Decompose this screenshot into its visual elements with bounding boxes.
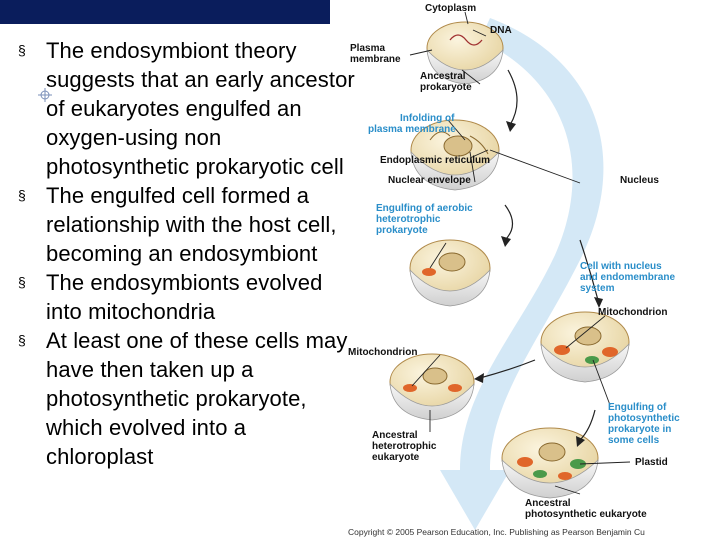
figure-drawing (389, 11, 631, 530)
bullet-item: § The endosymbionts evolved into mitocho… (18, 268, 358, 326)
label-engulfing-aerobic: Engulfing of aerobic (376, 203, 473, 214)
label-engulfing-photosynthetic: Engulfing of (608, 402, 667, 413)
label-ancestral-heterotrophic: Ancestral (372, 430, 418, 441)
label-infolding: Infolding of (400, 113, 455, 124)
bullet-item: § At least one of these cells may have t… (18, 326, 358, 471)
label-dna: DNA (490, 25, 512, 36)
cell-ancestral-heterotrophic (389, 353, 475, 421)
arrowheads (474, 121, 603, 447)
label-engulfing-photosynthetic: photosynthetic (608, 413, 680, 424)
evolution-arrow (440, 18, 604, 530)
label-ancestral-heterotrophic: eukaryote (372, 452, 420, 463)
label-engulfing-photosynthetic: prokaryote in (608, 424, 672, 435)
leader-lines (409, 11, 631, 495)
bullet-item: § The endosymbiont theory suggests that … (18, 36, 358, 181)
label-cell-nucleus: Cell with nucleus (580, 261, 662, 272)
process-arrows (479, 69, 599, 441)
label-ancestral-heterotrophic: heterotrophic (372, 441, 437, 452)
label-er: Endoplasmic reticulum (380, 155, 491, 166)
bullet-text: The endosymbiont theory suggests that an… (46, 38, 355, 179)
copyright-notice: Copyright © 2005 Pearson Education, Inc.… (348, 527, 645, 537)
cell-with-mitochondria (540, 311, 630, 383)
label-mitochondrion: Mitochondrion (598, 307, 668, 318)
label-nuclear-envelope: Nuclear envelope (388, 175, 471, 186)
cell-engulfing-aerobic (409, 239, 491, 307)
label-cytoplasm: Cytoplasm (425, 3, 477, 14)
title-bar (0, 0, 330, 24)
bullet-marker: § (18, 187, 26, 203)
label-ancestral-photosynthetic: photosynthetic eukaryote (525, 509, 647, 520)
label-ancestral-photosynthetic: Ancestral (525, 498, 571, 509)
label-engulfing-aerobic: heterotrophic (376, 214, 441, 225)
label-ancestral-prokaryote: prokaryote (420, 82, 472, 93)
label-cell-nucleus: system (580, 283, 615, 294)
label-infolding: plasma membrane (368, 124, 456, 135)
cell-ancestral-photosynthetic (501, 427, 599, 499)
label-plasma-membrane: Plasma (350, 43, 386, 54)
bullet-marker: § (18, 332, 26, 348)
bullet-list: § The endosymbiont theory suggests that … (18, 36, 358, 471)
bullet-text: The engulfed cell formed a relationship … (46, 183, 337, 266)
cell-infolding (410, 119, 500, 191)
label-engulfing-photosynthetic: some cells (608, 435, 660, 446)
bullet-marker: § (18, 274, 26, 290)
endosymbiosis-figure: Cytoplasm DNA Plasma membrane Ancestral … (340, 0, 720, 540)
label-engulfing-aerobic: prokaryote (376, 225, 428, 236)
label-cell-nucleus: and endomembrane (580, 272, 676, 283)
label-plastid: Plastid (635, 457, 668, 468)
label-mitochondrion: Mitochondrion (348, 347, 418, 358)
bullet-item: § The engulfed cell formed a relationshi… (18, 181, 358, 268)
bullet-marker: § (18, 42, 26, 58)
label-plasma-membrane: membrane (350, 54, 401, 65)
label-nucleus: Nucleus (620, 175, 659, 186)
bullet-text: The endosymbionts evolved into mitochond… (46, 270, 323, 324)
crosshair-icon (38, 88, 52, 102)
label-ancestral-prokaryote: Ancestral (420, 71, 466, 82)
bullet-text: At least one of these cells may have the… (46, 328, 348, 469)
